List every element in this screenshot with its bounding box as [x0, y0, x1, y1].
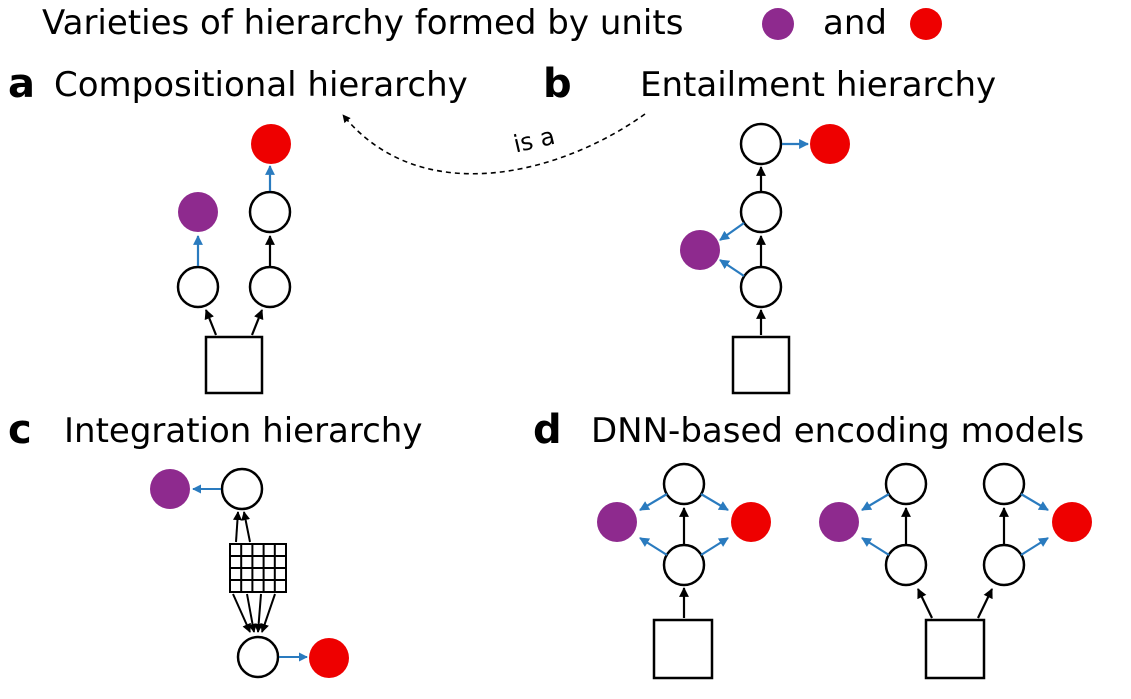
panel-b-node-1	[739, 265, 783, 309]
panel-b-node-2	[739, 190, 783, 234]
panel-d-right-red-unit	[1052, 502, 1092, 542]
panel-b-red-unit	[810, 124, 850, 164]
panel-c-red-unit	[309, 638, 349, 678]
panel-a-red-unit	[251, 124, 291, 164]
panel-a-title: Compositional hierarchy	[54, 65, 468, 105]
panel-a-purple-unit	[178, 192, 218, 232]
panel-a-node-left	[176, 265, 220, 309]
panel-b-node-3	[739, 122, 783, 166]
panel-d-title: DNN-based encoding models	[591, 411, 1085, 451]
panel-d-right-node-left-high	[884, 462, 928, 506]
panel-d-left-purple-unit	[597, 502, 637, 542]
is-a-arrow	[342, 113, 646, 175]
title-red-unit	[910, 8, 942, 40]
panel-d-left-red-unit	[731, 502, 771, 542]
panel-a-letter: a	[8, 61, 35, 107]
panel-c-letter: c	[8, 407, 32, 453]
panel-c-diagram	[220, 467, 280, 679]
panel-d-left-diagram	[652, 462, 714, 680]
panel-d-right-node-left-low	[884, 543, 928, 587]
panel-b-title: Entailment hierarchy	[640, 65, 997, 105]
panel-c-grid	[229, 543, 287, 593]
title-conjunction: and	[823, 3, 887, 43]
panel-d-right-arrows	[861, 493, 1049, 619]
panel-c-node-bottom	[236, 635, 280, 679]
panel-b-input-square	[731, 335, 791, 395]
panel-c-title: Integration hierarchy	[64, 411, 423, 451]
is-a-label: is a	[511, 122, 558, 159]
title-purple-unit	[762, 8, 794, 40]
panel-d-left-arrows	[639, 493, 729, 618]
figure-title: Varieties of hierarchy formed by units	[42, 3, 684, 43]
panel-d-letter: d	[533, 407, 562, 453]
panel-c-purple-unit	[150, 469, 190, 509]
panel-b-purple-unit	[680, 230, 720, 270]
panel-d-right-diagram	[884, 462, 1026, 680]
panel-c-arrows	[192, 484, 308, 662]
panel-d-right-input-square	[924, 618, 986, 680]
panel-b-arrows	[719, 139, 809, 335]
panel-a-node-right-high	[248, 190, 292, 234]
panel-a-diagram	[176, 190, 292, 395]
panel-d-right-node-right-high	[982, 462, 1026, 506]
panel-d-left-node-low	[662, 543, 706, 587]
panel-d-right-node-right-low	[982, 543, 1026, 587]
panel-d-left-node-high	[662, 462, 706, 506]
panel-d-right-purple-unit	[819, 502, 859, 542]
panel-c-node-top	[220, 467, 264, 511]
panel-b-letter: b	[543, 61, 572, 107]
panel-d-left-input-square	[652, 618, 714, 680]
panel-a-node-right-low	[248, 265, 292, 309]
panel-a-input-square	[204, 335, 264, 395]
panel-b-diagram	[731, 122, 791, 395]
panel-a-arrows	[193, 165, 275, 336]
